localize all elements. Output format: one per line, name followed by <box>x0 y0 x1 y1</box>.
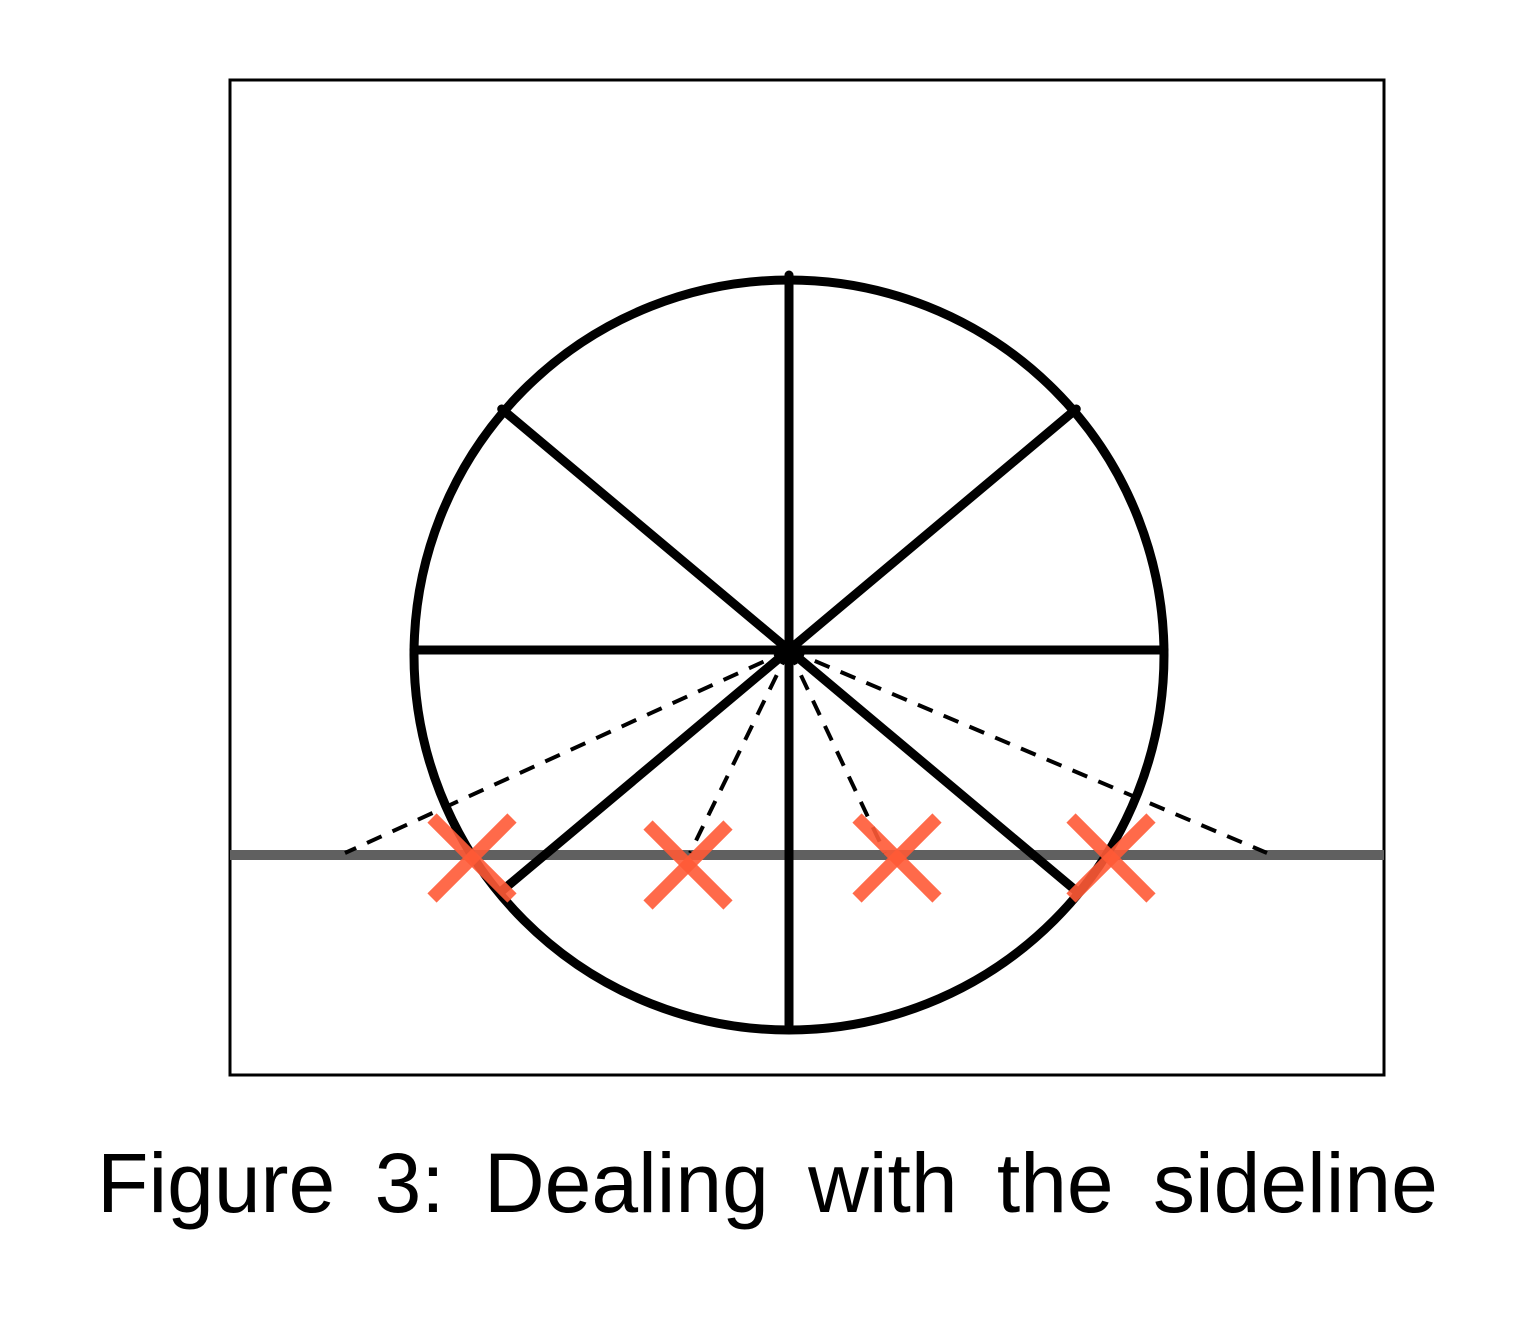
spoke-3 <box>497 404 794 655</box>
cross-mark-icon <box>427 813 517 903</box>
projection-lines <box>344 648 1268 855</box>
spoke-1 <box>784 404 1081 655</box>
spoke-5 <box>497 645 794 896</box>
cross-markers <box>427 813 1156 910</box>
spokes <box>409 270 1169 1030</box>
projection-line-right-inner <box>787 649 887 854</box>
spoke-7 <box>784 645 1081 896</box>
projection-line-right-outer <box>788 648 1268 855</box>
projection-line-left-inner <box>688 649 791 854</box>
figure-frame <box>228 78 1386 1077</box>
sideline-diagram <box>228 78 1386 1077</box>
projection-line-left-outer <box>344 648 790 855</box>
cross-mark-icon <box>852 813 942 903</box>
cross-mark-icon <box>1066 813 1156 903</box>
cross-mark-icon <box>643 820 733 910</box>
figure-caption: Figure 3: Dealing with the sideline <box>97 1136 1438 1230</box>
